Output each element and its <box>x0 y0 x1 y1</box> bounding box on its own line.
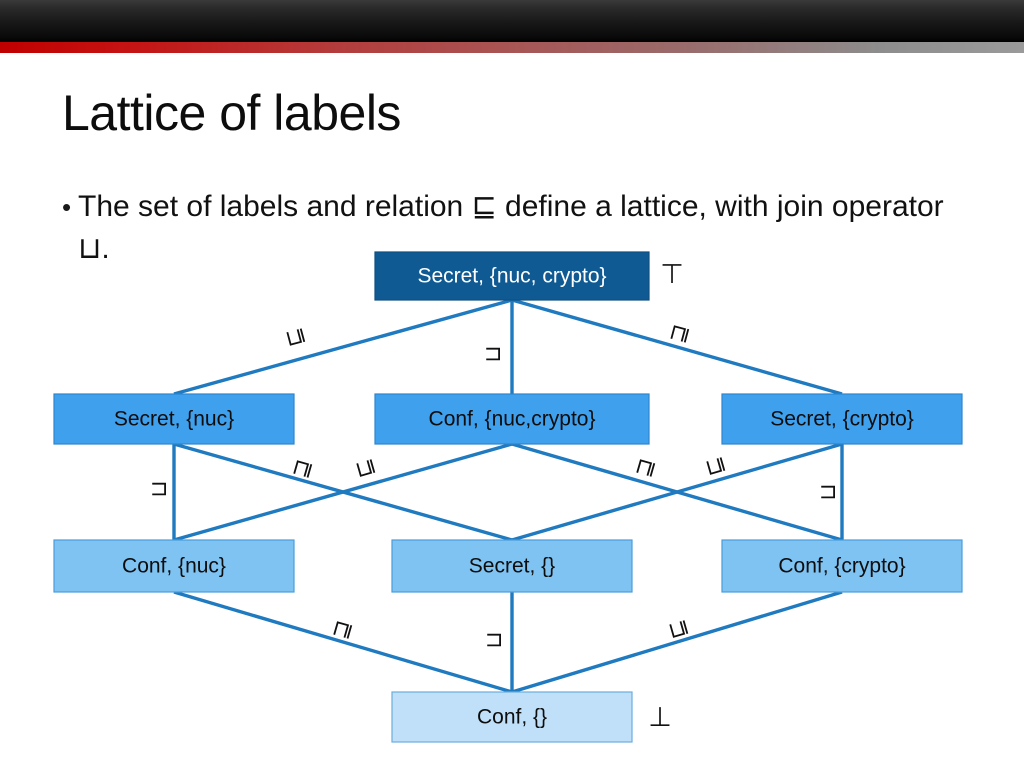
lattice-node-sn[interactable]: Secret, {nuc} <box>53 393 295 445</box>
bullet-item: • The set of labels and relation ⊑ defin… <box>62 186 962 270</box>
lattice-edge-label: ⊒ <box>630 455 659 480</box>
lattice-edge <box>511 298 843 396</box>
lattice-node-label: Secret, {nuc} <box>114 408 234 431</box>
lattice-node-box <box>53 393 295 445</box>
lattice-edge-label: ⊒ <box>664 321 693 345</box>
lattice-node-box <box>391 691 633 743</box>
lattice-edge-label: ⊔ <box>146 480 171 497</box>
lattice-node-label: Secret, {nuc, crypto} <box>417 265 606 288</box>
lattice-edge-label: ⊑ <box>700 454 729 479</box>
page-title: Lattice of labels <box>62 85 401 141</box>
lattice-node-label: Conf, {} <box>477 706 547 729</box>
bullet-dot-icon: • <box>62 192 72 222</box>
top-symbol: ⊤ <box>660 259 684 289</box>
lattice-node-label: Conf, {nuc} <box>122 555 226 578</box>
lattice-edge-label: ⊑ <box>350 456 379 481</box>
lattice-edge-label: ⊔ <box>480 345 505 362</box>
lattice-node-label: Secret, {crypto} <box>770 408 914 431</box>
lattice-node-sc[interactable]: Secret, {crypto} <box>721 393 963 445</box>
lattice-node-box <box>53 539 295 593</box>
lattice-node-label: Conf, {nuc,crypto} <box>429 408 596 431</box>
lattice-extreme-symbols: ⊤⊥ <box>648 259 684 732</box>
lattice-node-se[interactable]: Secret, {} <box>391 539 633 593</box>
lattice-edge-label: ⊔ <box>815 483 840 500</box>
lattice-node-label: Conf, {crypto} <box>778 555 905 578</box>
bullet-block: • The set of labels and relation ⊑ defin… <box>62 186 962 270</box>
lattice-edge <box>173 590 513 694</box>
lattice-node-cc[interactable]: Conf, {crypto} <box>721 539 963 593</box>
lattice-edge <box>511 442 843 542</box>
lattice-node-box <box>721 393 963 445</box>
lattice-node-box <box>374 251 650 301</box>
lattice-edge <box>173 298 513 396</box>
lattice-edge-label: ⊔ <box>481 631 506 648</box>
lattice-node-box <box>391 539 633 593</box>
lattice-edge <box>511 590 843 694</box>
bullet-text: The set of labels and relation ⊑ define … <box>78 190 944 265</box>
lattice-node-box <box>374 393 650 445</box>
lattice-edge <box>173 442 513 542</box>
lattice-edge-labels: ⊑⊔⊒⊔⊒⊑⊒⊑⊔⊒⊔⊑ <box>146 321 840 648</box>
lattice-edge-label: ⊑ <box>280 325 309 349</box>
lattice-node-cn[interactable]: Conf, {nuc} <box>53 539 295 593</box>
lattice-node-cnc[interactable]: Conf, {nuc,crypto} <box>374 393 650 445</box>
accent-bar <box>0 42 1024 53</box>
header-bar <box>0 0 1024 42</box>
bottom-symbol: ⊥ <box>648 702 672 732</box>
lattice-node-box <box>721 539 963 593</box>
lattice-node-label: Secret, {} <box>469 555 555 578</box>
lattice-edges <box>172 298 844 694</box>
lattice-node-top[interactable]: Secret, {nuc, crypto} <box>374 251 650 301</box>
lattice-nodes: Secret, {nuc, crypto} Secret, {nuc} Conf, … <box>53 251 963 743</box>
lattice-node-bot[interactable]: Conf, {} <box>391 691 633 743</box>
